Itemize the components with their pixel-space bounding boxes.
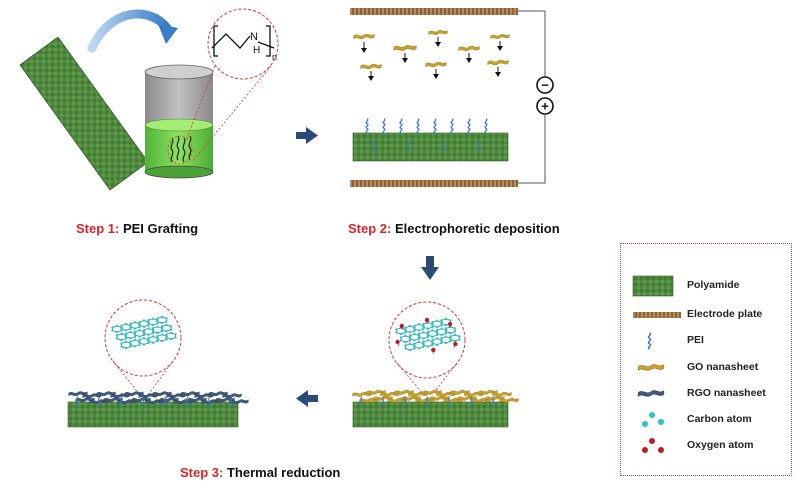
rgo-lattice bbox=[111, 315, 177, 350]
step1-number: Step 1: bbox=[76, 221, 120, 236]
beaker bbox=[144, 64, 214, 179]
go-lattice bbox=[395, 317, 461, 355]
go-sheet-icon bbox=[637, 364, 665, 371]
positive-sign: + bbox=[541, 99, 549, 114]
step3-number: Step 3: bbox=[180, 465, 224, 480]
step3-name: Thermal reduction bbox=[226, 465, 341, 480]
legend-label: Oxygen atom bbox=[687, 439, 754, 451]
legend-label: RGO nanasheet bbox=[687, 387, 766, 399]
legend-label: Polyamide bbox=[687, 279, 740, 291]
pei-squiggle-icon bbox=[647, 332, 652, 350]
oxygen-atom-icon bbox=[642, 438, 664, 453]
step1-label: Step 1: PEI Grafting bbox=[76, 221, 198, 236]
legend-label: Electrode plate bbox=[687, 308, 763, 320]
curved-arrow-icon bbox=[87, 9, 178, 53]
pei-structure-zoom: N H n bbox=[185, 8, 279, 163]
legend-label: PEI bbox=[687, 334, 704, 346]
legend-item-electrode-plate: Electrode plate bbox=[621, 303, 793, 327]
go-coated-fabric-illustration bbox=[352, 301, 519, 428]
legend-label: Carbon atom bbox=[687, 413, 752, 425]
electrode-plate-swatch-icon bbox=[633, 312, 681, 318]
polyamide-fabric-strip bbox=[19, 36, 149, 191]
legend: Polyamide Electrode plate PEI GO nanashe… bbox=[620, 243, 792, 476]
arrow-down-icon bbox=[421, 256, 439, 280]
carbon-atom-icon bbox=[642, 412, 664, 427]
step1-name: PEI Grafting bbox=[122, 221, 199, 236]
rgo-sheet-icon bbox=[637, 390, 665, 397]
chem-h-label: H bbox=[253, 45, 260, 56]
step2-name: Electrophoretic deposition bbox=[394, 221, 560, 236]
go-sheets-suspended bbox=[353, 30, 510, 81]
step2-illustration: − + bbox=[350, 8, 554, 187]
step2-label: Step 2: Electrophoretic deposition bbox=[348, 221, 560, 236]
chem-n-label: N bbox=[250, 31, 258, 43]
legend-item-rgo: RGO nanasheet bbox=[621, 382, 793, 406]
negative-sign: − bbox=[541, 78, 549, 93]
legend-item-go: GO nanasheet bbox=[621, 356, 793, 380]
negative-terminal-icon: − bbox=[536, 76, 554, 94]
arrow-right-icon bbox=[296, 127, 318, 144]
legend-item-oxygen: Oxygen atom bbox=[621, 434, 793, 458]
positive-terminal-icon: + bbox=[536, 97, 554, 115]
legend-item-pei: PEI bbox=[621, 329, 793, 353]
step1-illustration: N H n bbox=[19, 8, 279, 191]
step2-number: Step 2: bbox=[348, 221, 392, 236]
arrow-left-icon bbox=[296, 390, 318, 407]
legend-item-polyamide: Polyamide bbox=[621, 274, 793, 298]
pei-grafted-fabric bbox=[352, 118, 509, 162]
legend-item-carbon: Carbon atom bbox=[621, 408, 793, 432]
chem-subscript: n bbox=[272, 52, 277, 62]
circuit-wire bbox=[518, 10, 546, 184]
legend-label: GO nanasheet bbox=[687, 361, 759, 373]
top-electrode-plate bbox=[350, 8, 518, 15]
polyamide-swatch-icon bbox=[632, 275, 674, 297]
step3-illustration bbox=[67, 299, 249, 428]
bottom-electrode-plate bbox=[350, 180, 518, 187]
step3-label: Step 3: Thermal reduction bbox=[180, 465, 340, 480]
